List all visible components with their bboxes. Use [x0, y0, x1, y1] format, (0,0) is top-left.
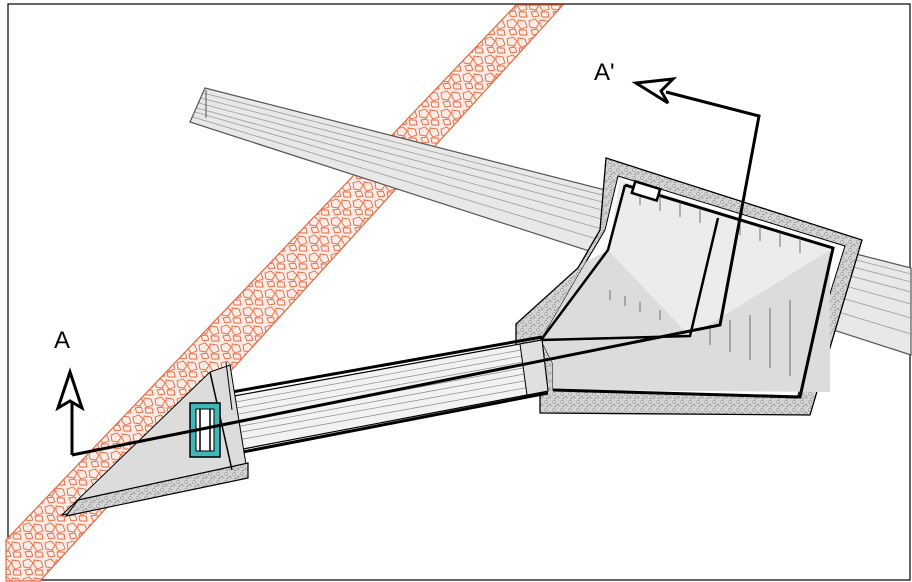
section-label-a-prime: A'	[594, 59, 615, 86]
arrowhead-left-icon	[631, 77, 678, 105]
arrowhead-up-icon	[55, 367, 85, 412]
section-label-a: A	[54, 327, 70, 354]
outlet-box	[515, 157, 863, 416]
gauge-plate	[630, 179, 662, 203]
